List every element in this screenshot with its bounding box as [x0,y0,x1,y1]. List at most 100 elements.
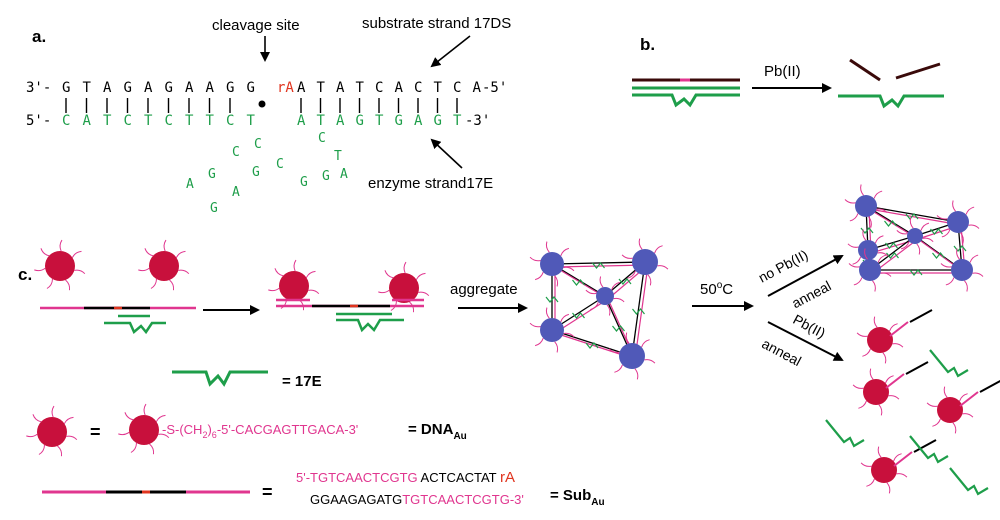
bottom-base-r-7: G [434,113,442,129]
np-bound-2 [378,261,430,313]
agg1-np-4 [608,332,656,380]
cleavage-site-label: cleavage site [212,17,300,34]
loop-base-8: T [334,149,342,164]
legend-sub-line2: GGAAGAGATGTGTCAACTCGTG-3' [310,492,524,507]
legend-eq-2: = [262,482,273,502]
agg2-link-dna [868,208,962,226]
step2-hybrid [268,259,430,333]
agg1-np-1 [621,238,669,286]
top-base-3: G [124,80,132,96]
dispersed-np-0 [856,316,904,364]
panel-b-label: b. [640,35,655,54]
legend-np-functionalized [118,403,170,455]
dispersed-np-2 [926,386,974,434]
top-base-8: G [226,80,234,96]
top-base-r-7: T [434,80,443,96]
dispersed-fragment [979,379,1000,393]
loop-base-4: C [276,157,284,172]
np-legend-1 [26,405,78,457]
top-base-r-1: T [317,80,326,96]
top-strand-prefix: 3'- [26,80,51,96]
agg2-link [865,205,959,223]
base-pair-ticks [65,98,458,113]
legend-17e-strand [172,370,268,387]
top-base-r-0: A [297,80,306,96]
agg2-enzyme [905,213,919,220]
top-base-r-9: A [473,80,482,96]
agg2-enzyme [884,220,897,227]
dispersed-stub [889,321,909,337]
top-base-2: A [103,80,112,96]
dispersed-enzyme-3 [949,467,989,496]
agg1-enzyme [572,312,585,319]
bottom-base-6: T [185,113,194,129]
bottom-strand-prefix: 5'- [26,113,51,129]
loop-base-7: A [340,167,348,182]
re-annealed-network [844,184,984,292]
legend-sub-line1: 5'-TGTCAACTCGTG ACTCACTAT rA [296,469,515,486]
bottom-base-2: T [103,113,112,129]
bottom-base-r-5: G [395,113,403,129]
top-base-r-3: T [356,80,365,96]
dispersed-fragment [909,309,933,323]
dispersed-enzyme-0 [929,349,969,378]
top-strand-suffix: -5' [482,80,507,96]
agg1-link-dna [634,264,649,360]
legend-np-plain [26,405,78,457]
panel-b-products [838,58,944,109]
bottom-base-0: C [62,113,70,129]
np-free-1 [34,239,86,291]
agg2-enzyme [909,269,923,276]
legend-sub-label: = SubAu [550,487,605,508]
dispersed-np-3 [860,446,908,494]
no-pb-anneal: anneal [789,277,834,311]
agg1-np-0 [529,241,575,287]
top-base-r-4: C [375,80,383,96]
bottom-base-1: A [83,113,92,129]
bottom-base-9: T [247,113,256,129]
dispersed-np-1 [852,368,900,416]
panel-c-label: c. [18,265,32,284]
np-legend-2 [118,403,170,455]
substrate-label: substrate strand 17DS [362,15,511,32]
bottom-base-r-0: A [297,113,306,129]
bottom-base-r-3: G [356,113,364,129]
enzyme-arrow [430,138,463,169]
temperature-label: 50oC [700,280,733,298]
loop-base-5: G [300,175,308,190]
bottom-base-r-4: T [375,113,384,129]
top-base-r-8: C [453,80,461,96]
top-base-7: A [206,80,215,96]
agg1-enzyme [585,342,599,349]
enzyme-label: enzyme strand17E [368,175,493,192]
agg2-np-2 [847,229,889,271]
dispersed-fragment [905,361,929,375]
agg1-link [551,261,646,265]
aggregate-network [529,238,669,380]
agg1-enzyme [632,308,645,315]
agg1-np-3 [529,307,575,353]
agg1-np-2 [585,276,625,316]
loop-base-11: A [232,185,240,200]
bottom-strand-suffix: -3' [465,113,490,129]
loop-base-3: C [254,137,262,152]
np-free-2 [138,239,190,291]
dispersed-enzyme-1 [825,419,865,448]
legend-dna-label: = DNAAu [408,421,467,442]
no-pb-arrow [767,255,844,297]
np-bound-1 [268,259,320,311]
loop-base-2: C [232,145,240,160]
substrate-arrow [430,35,471,68]
agg2-enzyme [932,252,945,259]
loop-base-12: G [210,201,218,216]
legend-dna-linker: -S-(CH2)6-5'-CACGAGTTGACA-3' [162,422,358,440]
agg1-enzyme [592,262,605,269]
top-base-r-6: C [414,80,422,96]
panel-b-reagent: Pb(II) [764,63,801,80]
